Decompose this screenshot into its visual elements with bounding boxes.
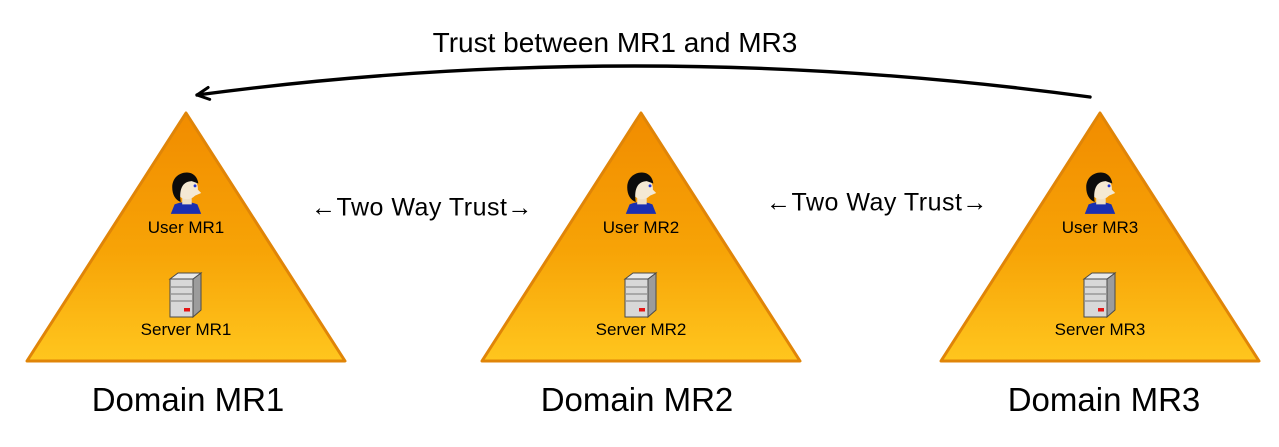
triangle-shape bbox=[25, 111, 347, 363]
user-label: User MR2 bbox=[602, 218, 680, 237]
server-icon bbox=[1082, 272, 1117, 318]
server-label: Server MR2 bbox=[595, 320, 687, 339]
domain-name-mr3: Domain MR3 bbox=[1007, 381, 1201, 418]
two-way-trust-label-1: ←Two Way Trust→ bbox=[311, 193, 533, 222]
user-icon bbox=[170, 172, 202, 214]
server-label: Server MR1 bbox=[140, 320, 232, 339]
user-label: User MR1 bbox=[147, 218, 225, 237]
domain-triangle-mr2: User MR2 Server MR2 bbox=[480, 111, 802, 363]
triangle-shape bbox=[939, 111, 1261, 363]
server-label: Server MR3 bbox=[1054, 320, 1146, 339]
domain-name-mr2: Domain MR2 bbox=[540, 381, 734, 418]
server-icon bbox=[623, 272, 658, 318]
server-icon bbox=[168, 272, 203, 318]
user-icon bbox=[1084, 172, 1116, 214]
domain-triangle-mr3: User MR3 Server MR3 bbox=[939, 111, 1261, 363]
domain-triangle-mr1: User MR1 Server MR1 bbox=[25, 111, 347, 363]
user-label: User MR3 bbox=[1061, 218, 1139, 237]
domain-name-mr1: Domain MR1 bbox=[91, 381, 285, 418]
user-icon bbox=[625, 172, 657, 214]
two-way-trust-label-2: ←Two Way Trust→ bbox=[766, 188, 988, 217]
trust-arc-title: Trust between MR1 and MR3 bbox=[432, 27, 798, 58]
triangle-shape bbox=[480, 111, 802, 363]
